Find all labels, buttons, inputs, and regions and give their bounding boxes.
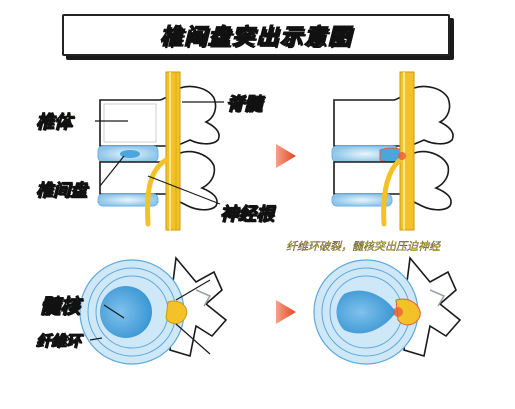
label-disc: 椎间盘 bbox=[36, 181, 88, 202]
label-vertebra: 椎体 bbox=[36, 112, 73, 134]
right-arrow-icon bbox=[276, 144, 296, 168]
page-title: 椎间盘突出示意图 bbox=[159, 24, 352, 50]
label-nucleus: 髓核 bbox=[40, 294, 81, 319]
right-arrow-icon bbox=[276, 300, 296, 324]
label-annulus: 纤维环 bbox=[36, 332, 82, 351]
nerve-root bbox=[145, 157, 169, 227]
spinal-cord bbox=[165, 71, 181, 231]
nucleus-pulposus bbox=[100, 286, 152, 338]
caption-herniation: 纤维环破裂，髓核突出压迫神经 bbox=[286, 240, 440, 253]
label-nerve-root: 神经根 bbox=[220, 204, 275, 226]
title-banner: 椎间盘突出示意图 bbox=[62, 14, 450, 56]
side-view-herniated bbox=[331, 71, 454, 231]
upper-vertebra bbox=[99, 85, 220, 147]
side-view-normal bbox=[95, 71, 224, 231]
top-view-normal bbox=[79, 256, 228, 365]
label-spinal-cord: 脊髓 bbox=[226, 94, 263, 116]
top-view-herniated bbox=[313, 256, 462, 365]
